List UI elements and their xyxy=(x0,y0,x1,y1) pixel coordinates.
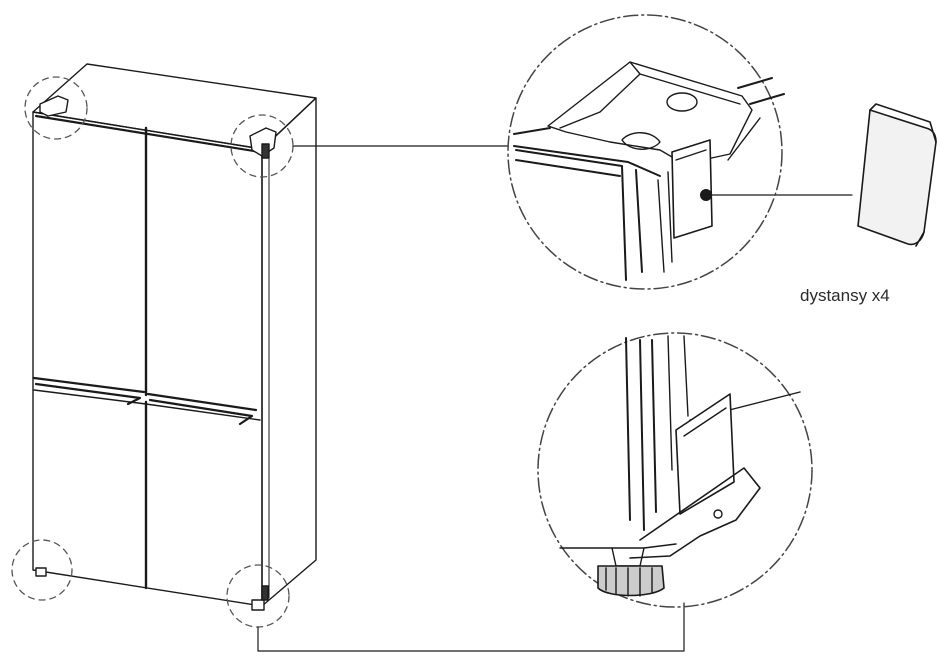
upper-right-handle xyxy=(148,394,256,424)
bottom-detail-foot xyxy=(598,566,664,596)
corner-markers xyxy=(12,77,293,627)
lower-doors-top-edge xyxy=(34,390,260,420)
bottom-detail-spacer xyxy=(676,394,734,514)
top-detail-side-edge xyxy=(658,118,760,272)
top-detail-cabinet-edge xyxy=(514,78,784,176)
bottom-detail-view xyxy=(538,333,812,607)
fridge-side-panel xyxy=(262,98,316,606)
fridge xyxy=(33,64,316,610)
top-detail-spacer-dot xyxy=(700,189,712,201)
marker-bottom-right xyxy=(227,565,289,627)
marker-bottom-left xyxy=(12,540,72,600)
upper-left-handle xyxy=(34,378,144,404)
top-door-rail xyxy=(36,116,260,152)
fridge-front-face xyxy=(33,112,262,606)
spacer-part-thickness xyxy=(870,104,936,246)
bottom-detail-bracket-slot xyxy=(714,510,722,518)
bottom-detail-border xyxy=(538,333,812,607)
marker-top-left xyxy=(25,77,87,139)
top-detail-hinge-boss xyxy=(622,133,660,150)
top-detail-spacer xyxy=(672,140,712,238)
spacer-part xyxy=(858,104,936,246)
top-detail-border xyxy=(508,15,782,289)
bottom-detail-foot-ridges xyxy=(606,568,652,596)
spacer-part-body xyxy=(858,110,936,244)
front-right-foot xyxy=(252,600,264,610)
bottom-detail-bracket xyxy=(630,468,760,558)
leader-lines xyxy=(258,146,852,651)
top-detail-hinge-hole xyxy=(667,93,697,111)
top-left-hinge xyxy=(40,96,68,116)
bottom-detail-door-edge xyxy=(626,338,656,530)
top-detail-spacer-edge xyxy=(676,150,706,160)
top-detail-door-frame xyxy=(516,150,642,280)
spacer-callout-label: dystansy x4 xyxy=(800,286,890,305)
front-left-foot xyxy=(36,568,46,576)
bottom-right-spacer xyxy=(262,586,268,600)
leader-bottom xyxy=(258,603,684,651)
bottom-detail-spacer-edge xyxy=(684,408,726,436)
top-detail-view xyxy=(508,15,784,289)
top-detail-hinge-face xyxy=(560,62,740,128)
top-right-spacer xyxy=(262,144,269,158)
bottom-detail-floor xyxy=(560,544,676,548)
